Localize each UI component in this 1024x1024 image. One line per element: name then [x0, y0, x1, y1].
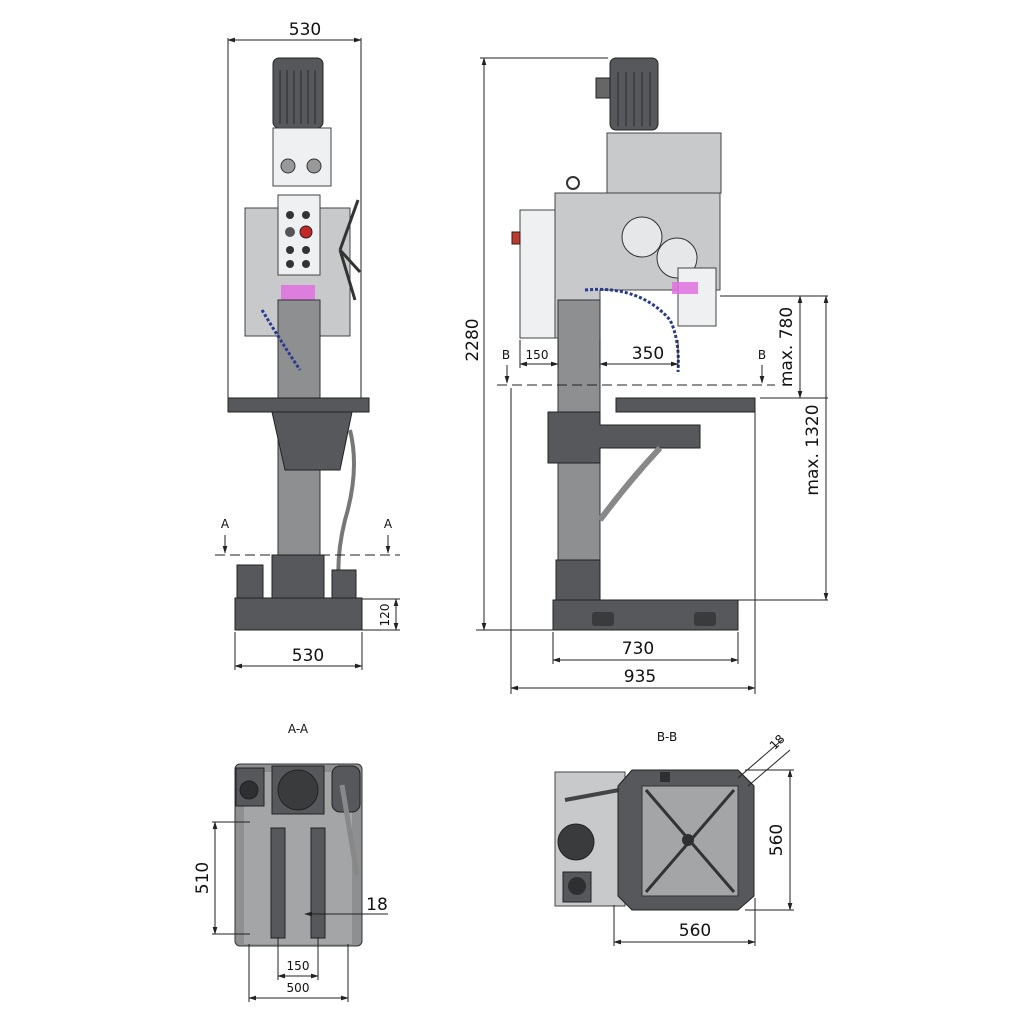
front-coolant-tank: [331, 569, 357, 599]
front-table-bracket: [271, 411, 353, 471]
side-belt-cover: [519, 209, 556, 339]
section-bb-slot-width-label: 18: [767, 732, 788, 753]
section-aa-slot-right: [310, 827, 326, 939]
section-aa-base-width-label: 500: [287, 981, 310, 995]
side-chuck-guard: [677, 267, 717, 327]
section-bb-title: B-B: [657, 730, 677, 744]
front-control-panel: [277, 194, 321, 276]
side-gear-head: [606, 132, 722, 194]
side-offset-label: 150: [526, 348, 549, 362]
side-gear-dial: [621, 216, 663, 258]
front-base: [234, 597, 363, 631]
side-table-height-label: max. 1320: [803, 404, 823, 495]
front-chuck-guard: [281, 285, 315, 303]
side-table: [615, 397, 756, 413]
section-aa-slot-width-label: 18: [366, 895, 388, 915]
front-section-mark-right: A: [384, 517, 393, 531]
front-coolant-hose: [260, 309, 302, 371]
front-feed-handle: [338, 199, 362, 301]
side-overall-depth-label: 935: [624, 667, 656, 687]
emergency-stop-icon: [299, 225, 313, 239]
side-table-arm: [547, 411, 701, 464]
section-aa-slot-distance-label: 150: [287, 959, 310, 973]
section-bb-table-depth-label: 560: [767, 824, 787, 856]
side-column-base: [555, 559, 601, 603]
side-section-mark-right: B: [758, 348, 766, 362]
section-aa-title: A-A: [288, 722, 309, 736]
front-column-base: [271, 554, 325, 601]
section-aa-slot-length-label: 510: [193, 862, 213, 894]
side-base-depth-label: 730: [622, 639, 654, 659]
front-table: [227, 397, 370, 413]
section-bb: B-B 18 560 560: [554, 730, 794, 946]
front-base-width-label: 530: [292, 646, 324, 666]
side-view: 2280 150 350: [463, 57, 829, 694]
side-throat-label: 350: [632, 344, 664, 364]
side-section-mark-left: B: [502, 348, 510, 362]
side-spindle-travel-label: max. 780: [777, 307, 797, 387]
front-coolant-pump: [236, 564, 264, 600]
front-section-mark-left: A: [221, 517, 230, 531]
section-bb-column: [557, 823, 595, 861]
front-base-height-label: 120: [378, 604, 392, 627]
side-total-height-label: 2280: [463, 318, 483, 361]
section-bb-table-width-label: 560: [679, 921, 711, 941]
section-aa-slot-left: [270, 827, 286, 939]
front-top-width-label: 530: [289, 20, 321, 40]
front-gear-head: [272, 127, 332, 187]
section-aa: A-A 510 18 150 500: [193, 722, 388, 1002]
front-view: 530: [215, 20, 400, 670]
